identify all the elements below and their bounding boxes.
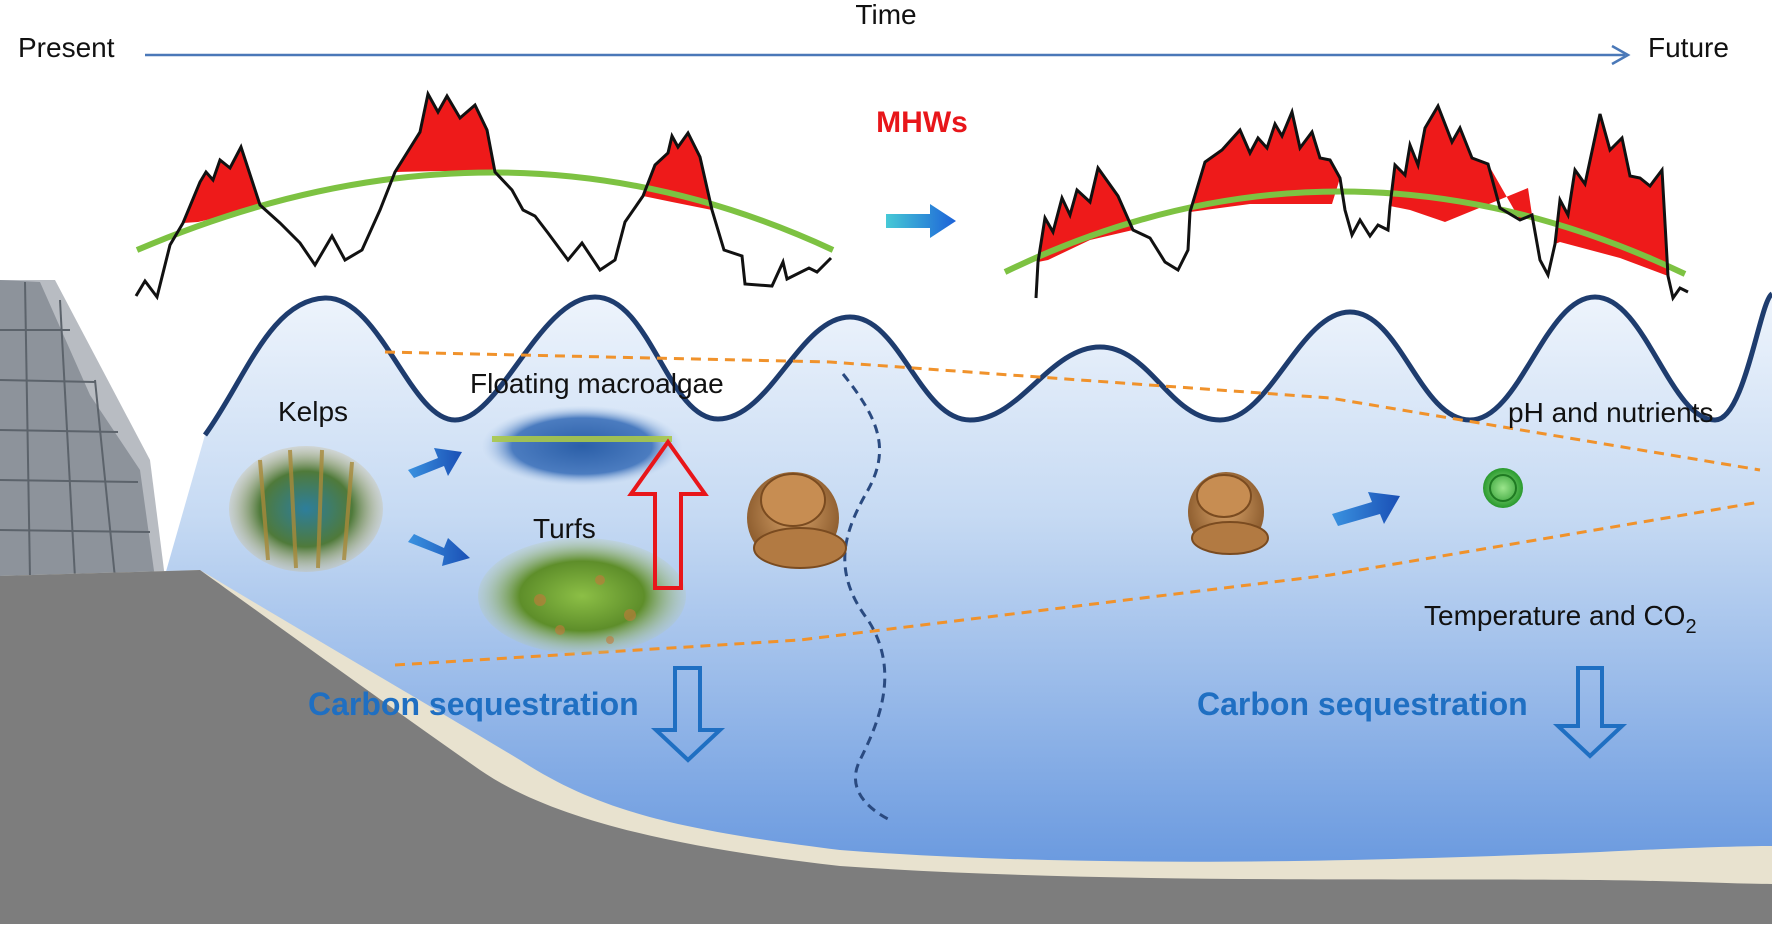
timeline-end-label: Future: [1648, 32, 1729, 63]
picoplankton-icon: [1483, 468, 1523, 508]
timeline-arrow: [145, 44, 1631, 66]
future-mhw-peak-2: [1190, 112, 1340, 212]
carbon-down-arrow-future-icon: [1552, 666, 1628, 759]
floating-macroalgae-label: Floating macroalgae: [470, 368, 724, 399]
ph-nutrients-line: [384, 350, 1761, 472]
timeline-title: Time: [855, 0, 916, 30]
future-temperature-line: [1034, 102, 1689, 302]
carbon-sequestration-present-label: Carbon sequestration: [308, 686, 639, 722]
turfs-image: [478, 538, 686, 654]
seawall-image: [0, 280, 165, 579]
temperature-co2-text: Temperature and CO: [1424, 600, 1685, 631]
carbon-sequestration-future-label: Carbon sequestration: [1197, 686, 1528, 722]
kelps-image: [229, 446, 383, 572]
co2-subscript: 2: [1685, 616, 1696, 638]
present-mhw-peak-1: [183, 147, 260, 223]
mhw-label: MHWs: [876, 106, 968, 139]
kelps-label: Kelps: [278, 396, 348, 427]
present-mhw-graph: [134, 89, 835, 301]
present-baseline-curve: [135, 169, 835, 253]
transition-arrow-icon: [886, 204, 956, 238]
diatom-shift-arrow-icon: [1332, 492, 1400, 526]
diatom-present-icon: [747, 472, 847, 569]
present-future-divider: [841, 373, 891, 822]
increase-arrow-icon: [627, 438, 709, 590]
present-mhw-peak-2: [395, 94, 495, 172]
present-temperature-line: [134, 89, 833, 301]
diatom-future-icon: [1188, 472, 1269, 555]
ph-nutrients-label: pH and nutrients: [1508, 397, 1713, 428]
floating-macroalgae-image: [482, 406, 682, 486]
temperature-co2-label: Temperature and CO2: [1424, 600, 1697, 638]
future-mhw-peak-1: [1038, 168, 1133, 262]
kelps-to-floating-arrow-icon: [408, 448, 462, 478]
temperature-co2-line: [394, 500, 1761, 667]
seabed-rock: [0, 570, 1772, 924]
future-mhw-graph: [1003, 102, 1689, 302]
surface-wave: [202, 291, 1772, 437]
timeline-start-label: Present: [18, 32, 115, 63]
kelps-to-turfs-arrow-icon: [408, 534, 470, 566]
carbon-down-arrow-present-icon: [650, 666, 726, 763]
gradient-lines: [384, 350, 1761, 667]
